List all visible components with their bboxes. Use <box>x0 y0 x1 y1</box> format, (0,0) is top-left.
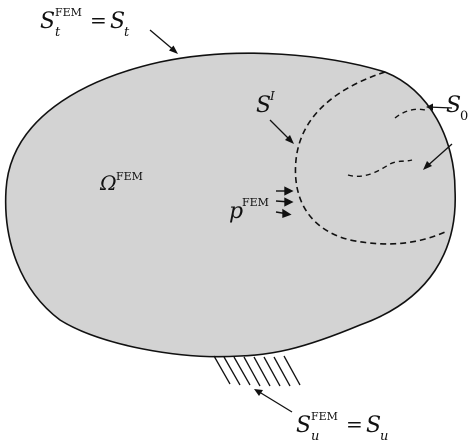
pressure-arrows <box>275 186 294 218</box>
st-base-left: S <box>40 9 55 34</box>
su-base-left: S <box>296 413 311 438</box>
label-crack-surface: S 0 <box>446 93 468 124</box>
su-sub-right: u <box>380 429 388 444</box>
p-sup: FEM <box>242 196 269 209</box>
si-sup: I <box>269 89 275 103</box>
label-displacement-boundary: S FEM u = S u <box>296 410 388 444</box>
omega-base: Ω <box>99 171 117 195</box>
label-domain: Ω FEM <box>99 170 143 195</box>
label-interface: S I <box>256 89 275 118</box>
st-sup-left: FEM <box>55 6 82 19</box>
s0-sub: 0 <box>460 109 468 124</box>
fem-domain-region <box>4 52 456 358</box>
st-leader-arrow <box>149 29 178 54</box>
crack-curve-upper <box>394 108 426 119</box>
p-base: p <box>229 199 243 224</box>
s0-leader-arrows <box>423 103 453 170</box>
omega-sup: FEM <box>116 170 143 183</box>
su-equals: = <box>346 412 363 436</box>
si-leader-arrow <box>269 119 294 144</box>
fixed-support-hatch <box>213 355 301 387</box>
st-equals: = <box>90 8 107 32</box>
st-base-right: S <box>110 9 125 34</box>
s0-base: S <box>446 93 461 118</box>
label-traction-boundary: S FEM t = S t <box>40 6 130 40</box>
si-base: S <box>256 93 271 118</box>
su-base-right: S <box>366 413 381 438</box>
su-sub-left: u <box>311 429 319 444</box>
su-leader-arrow <box>254 389 293 413</box>
label-pressure: p FEM <box>229 196 269 224</box>
st-sub-right: t <box>124 25 130 40</box>
su-sup-left: FEM <box>311 410 338 423</box>
st-sub-left: t <box>55 25 61 40</box>
